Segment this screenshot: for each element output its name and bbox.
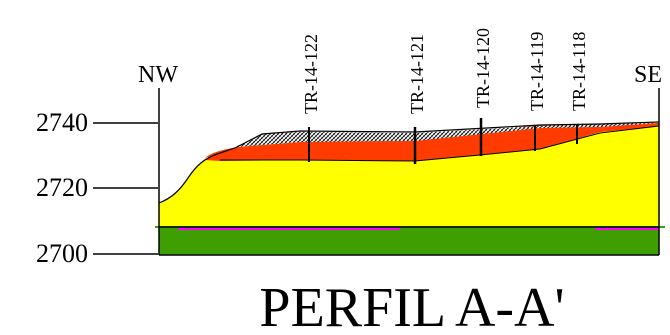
tick-label-2720: 2720 [36, 173, 88, 202]
borehole-label-tr-14-121: TR-14-121 [407, 34, 427, 114]
strata [158, 121, 660, 255]
fill-layer [235, 123, 659, 147]
red-layer [205, 124, 659, 161]
y-axis: 2740 2720 2700 [36, 108, 158, 268]
tick-label-2740: 2740 [36, 108, 88, 137]
orientation-right-label: SE [634, 62, 662, 88]
borehole-label-tr-14-122: TR-14-122 [301, 34, 321, 114]
borehole-label-tr-14-120: TR-14-120 [473, 28, 493, 108]
borehole-label-tr-14-119: TR-14-119 [527, 32, 547, 111]
surface-line [158, 121, 660, 204]
borehole-label-tr-14-118: TR-14-118 [569, 32, 589, 111]
green-layer [159, 227, 659, 255]
orientation-left-label: NW [138, 62, 178, 88]
tick-label-2700: 2700 [36, 239, 88, 268]
boreholes: TR-14-122 TR-14-121 TR-14-120 TR-14-119 … [301, 28, 589, 164]
page-title: PERFIL A-A' [259, 277, 564, 335]
